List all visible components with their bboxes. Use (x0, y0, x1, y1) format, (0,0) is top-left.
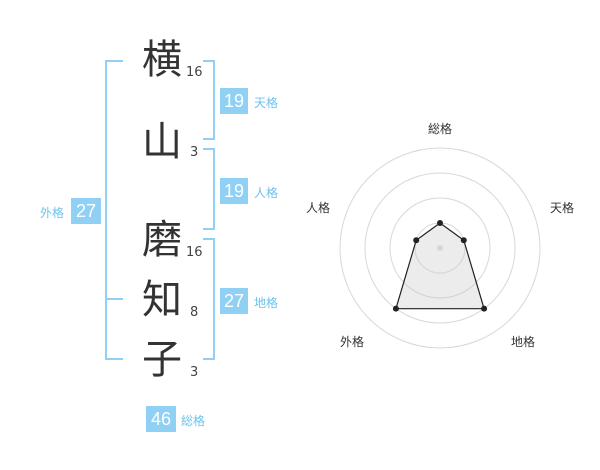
gaikaku-bracket (105, 60, 123, 360)
jinkaku-label: 人格 (254, 186, 279, 200)
name-char-5: 子 (142, 337, 182, 383)
name-char-4: 知 (142, 277, 182, 323)
tenkaku-badge: 19 (220, 88, 248, 114)
name-char-3: 磨 (142, 217, 182, 263)
radar-label-tenkaku: 天格 (550, 201, 575, 215)
radar-label-chikaku: 地格 (511, 335, 536, 349)
gaikaku-label: 外格 (40, 206, 65, 220)
jinkaku-badge: 19 (220, 178, 248, 204)
radar-center (437, 245, 443, 251)
radar-ring-3 (364, 172, 516, 324)
radar-point-1 (437, 220, 443, 226)
radar-ring-2 (389, 197, 491, 299)
radar-ring-4 (339, 147, 541, 349)
radar-point-5 (413, 237, 420, 244)
name-char-1: 横 (142, 37, 182, 83)
stroke-count-4: 8 (190, 305, 199, 320)
stroke-count-5: 3 (190, 365, 199, 380)
jinkaku-bracket (203, 148, 215, 230)
soukaku-label: 総格 (181, 414, 206, 428)
name-char-2: 山 (142, 119, 182, 165)
tenkaku-label: 天格 (254, 96, 279, 110)
chikaku-label: 地格 (254, 296, 279, 310)
stroke-count-3: 16 (186, 245, 203, 260)
radar-label-jinkaku: 人格 (306, 201, 331, 215)
gaikaku-bracket-tick (105, 298, 123, 300)
gaikaku-badge: 27 (71, 198, 101, 224)
radar-polygon (395, 222, 485, 310)
radar-point-2 (460, 237, 467, 244)
chikaku-bracket (203, 238, 215, 360)
tenkaku-bracket (203, 60, 215, 140)
radar-label-gaikaku: 外格 (340, 335, 365, 349)
stroke-count-1: 16 (186, 65, 203, 80)
stroke-count-2: 3 (190, 145, 199, 160)
radar-point-4 (392, 305, 399, 312)
chikaku-badge: 27 (220, 288, 248, 314)
soukaku-badge: 46 (146, 406, 176, 432)
radar-label-soukaku: 総格 (428, 122, 453, 136)
radar-point-3 (481, 305, 488, 312)
